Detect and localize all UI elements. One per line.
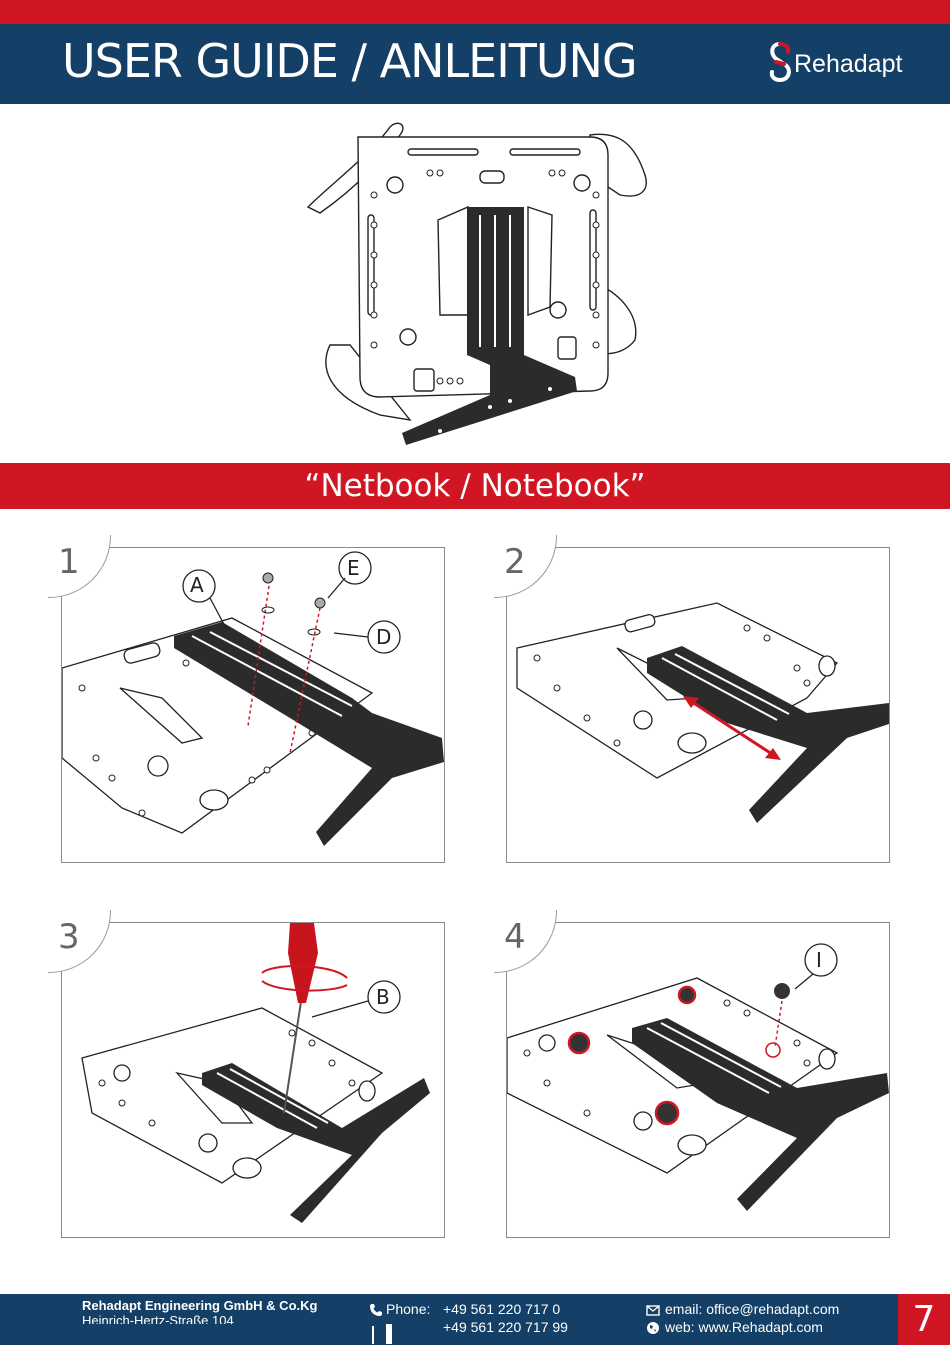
globe-icon — [647, 1322, 659, 1334]
step-4-number: 4 — [504, 917, 526, 957]
step-4-panel — [506, 922, 890, 1238]
page-number-box — [898, 1294, 950, 1345]
barcode-icon — [372, 1324, 392, 1344]
mail-icon — [646, 1305, 660, 1316]
step-4-illustration — [507, 943, 889, 1211]
phone-icon — [370, 1304, 382, 1316]
section-banner — [0, 463, 950, 509]
footer-email[interactable]: email: office@rehadapt.com — [665, 1301, 840, 1317]
phone-number-1[interactable]: +49 561 220 717 0 — [443, 1301, 561, 1317]
section-title: “Netbook / Notebook” — [304, 468, 646, 504]
step-3-number: 3 — [58, 917, 80, 957]
page-number: 7 — [912, 1299, 936, 1340]
callout-a: A — [190, 573, 204, 597]
callout-b: B — [376, 985, 390, 1009]
phone-number-2[interactable]: +49 561 220 717 99 — [443, 1319, 568, 1335]
page-title: USER GUIDE / ANLEITUNG — [62, 34, 638, 88]
footer-web[interactable]: web: www.Rehadapt.com — [665, 1319, 823, 1335]
step-3-illustration — [81, 923, 430, 1223]
phone-label: Phone: — [386, 1301, 431, 1317]
hero-device-illustration — [306, 122, 647, 445]
brand-logo-icon — [769, 42, 791, 83]
top-red-stripe — [0, 0, 950, 24]
step-2-panel — [506, 547, 890, 863]
callout-d: D — [376, 625, 392, 649]
step-2-illustration — [516, 602, 889, 823]
brand-name: Rehadapt — [794, 50, 903, 78]
callout-i: I — [816, 948, 822, 972]
step-1-number: 1 — [58, 542, 80, 582]
step-2-number: 2 — [504, 542, 526, 582]
step-1-panel — [61, 547, 445, 863]
step-3-panel — [61, 922, 445, 1238]
footer-street-mask — [82, 1324, 252, 1345]
header-bar — [0, 24, 950, 104]
footer-company: Rehadapt Engineering GmbH & Co.Kg — [82, 1298, 318, 1313]
callout-e: E — [347, 556, 360, 580]
step-1-illustration — [62, 551, 444, 846]
